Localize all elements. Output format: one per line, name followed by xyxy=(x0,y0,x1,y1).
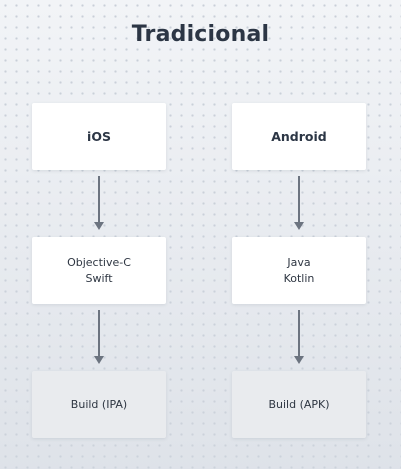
android-arrow-2 xyxy=(232,304,366,371)
android-column: Android Java Kotlin Build (APK) xyxy=(232,103,366,438)
ios-languages-box: Objective-C Swift xyxy=(32,237,166,304)
android-languages-box: Java Kotlin xyxy=(232,237,366,304)
diagram-title: Tradicional xyxy=(131,22,270,47)
ios-platform-box: iOS xyxy=(32,103,166,170)
ios-build-label: Build (IPA) xyxy=(70,398,128,411)
ios-language-swift: Swift xyxy=(85,271,113,285)
android-arrow-1 xyxy=(232,170,366,237)
ios-platform-label: iOS xyxy=(87,129,111,144)
android-language-kotlin: Kotlin xyxy=(283,271,315,285)
android-build-label: Build (APK) xyxy=(268,398,330,411)
android-build-box: Build (APK) xyxy=(232,371,366,438)
android-platform-label: Android xyxy=(271,129,327,144)
android-language-java: Java xyxy=(287,255,311,269)
ios-arrow-2 xyxy=(32,304,166,371)
ios-column: iOS Objective-C Swift Build (IPA) xyxy=(32,103,166,438)
ios-language-objective-c: Objective-C xyxy=(67,255,131,269)
ios-build-box: Build (IPA) xyxy=(32,371,166,438)
ios-arrow-1 xyxy=(32,170,166,237)
android-platform-box: Android xyxy=(232,103,366,170)
